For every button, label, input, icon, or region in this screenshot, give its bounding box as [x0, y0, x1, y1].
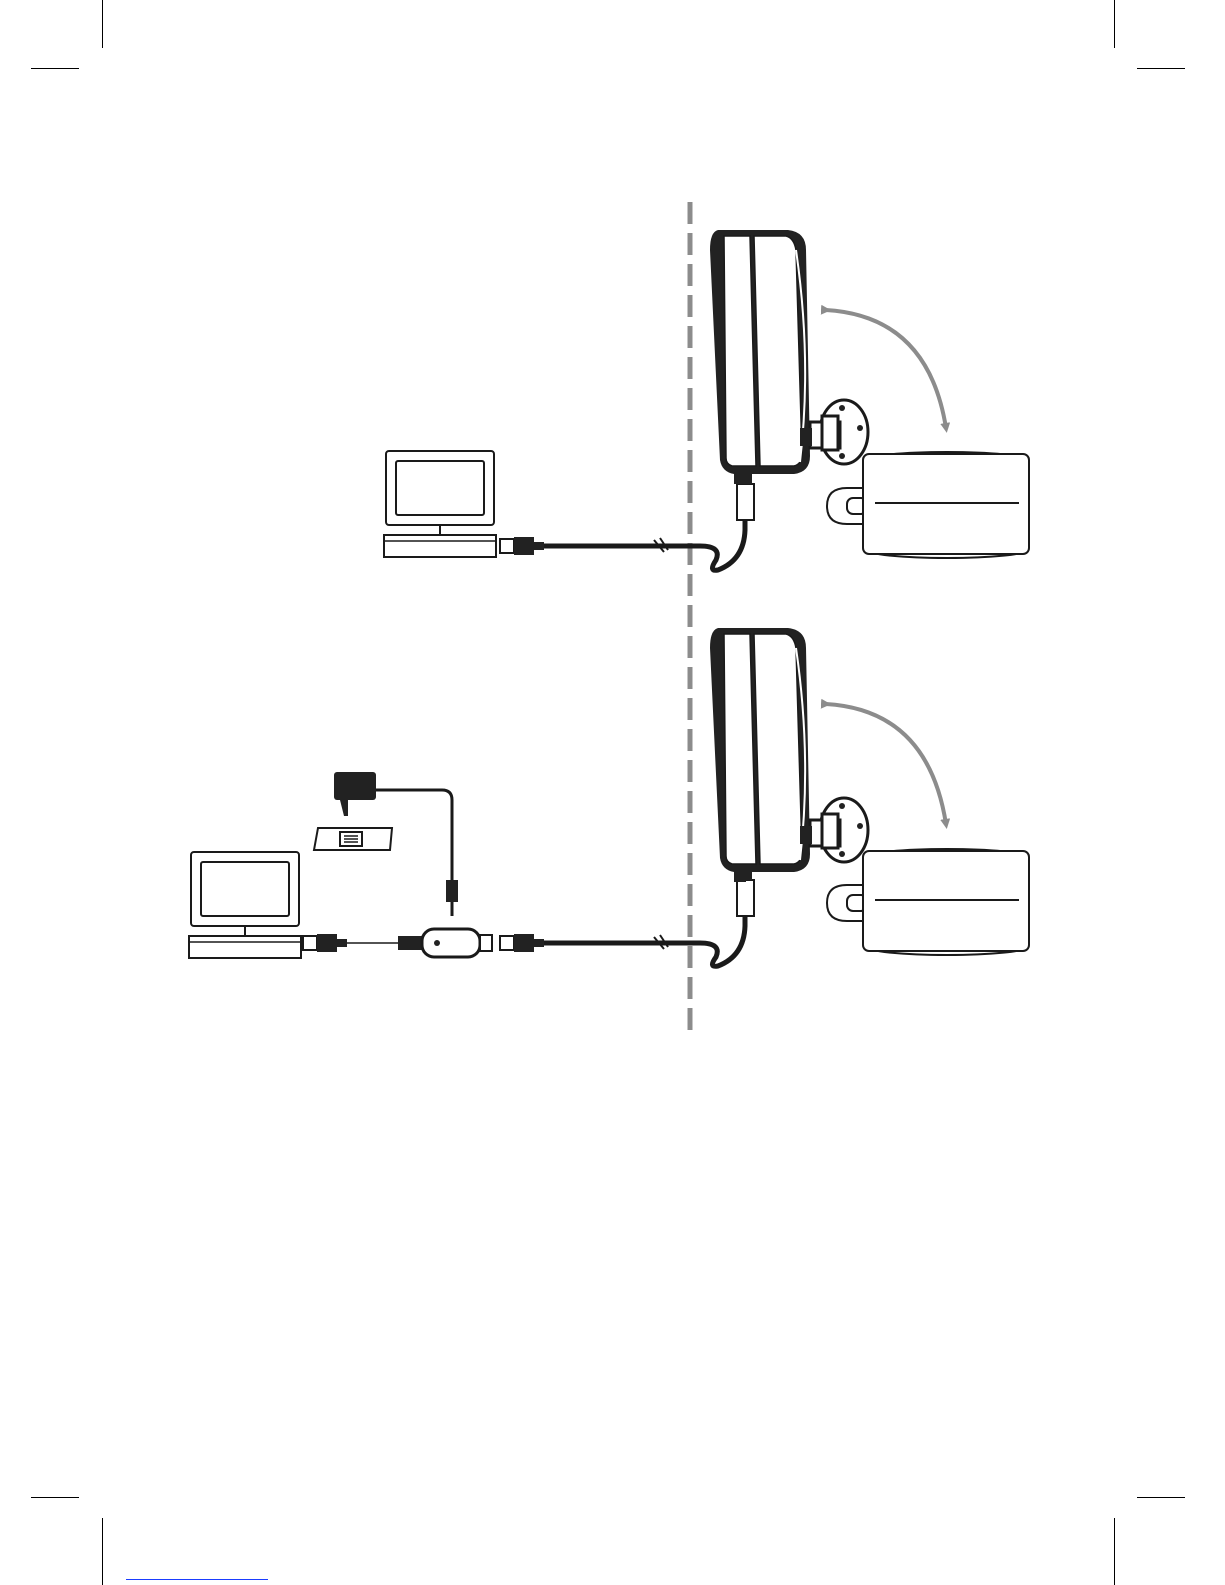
injector-port: [480, 935, 492, 951]
coax-plug-icon: [303, 934, 347, 952]
mast-clamp-icon: [827, 849, 1029, 955]
injector-plug: [398, 936, 422, 950]
injector-led: [434, 940, 440, 946]
power-injector-icon: [422, 929, 480, 957]
mast-clamp-icon: [827, 452, 1029, 558]
f-connector-icon: [737, 880, 754, 916]
f-connector-icon: [737, 484, 754, 520]
coax-plug-icon: [500, 934, 544, 952]
power-adapter-icon: [334, 772, 376, 800]
coax-cable-icon: [544, 914, 745, 966]
tv-icon: [189, 852, 301, 958]
adapter-prong: [340, 800, 348, 816]
wall-mount-bracket-icon: [800, 798, 868, 862]
outdoor-antenna-icon: [710, 628, 810, 882]
panel-amplified-connection: [189, 628, 1029, 966]
tv-icon: [384, 451, 496, 557]
outdoor-antenna-icon: [710, 230, 810, 484]
dc-plug: [446, 880, 458, 902]
coax-plug-icon: [500, 537, 544, 555]
panel-direct-connection: [384, 230, 1029, 570]
coax-cable-icon: [544, 518, 745, 570]
wall-mount-bracket-icon: [800, 400, 868, 464]
